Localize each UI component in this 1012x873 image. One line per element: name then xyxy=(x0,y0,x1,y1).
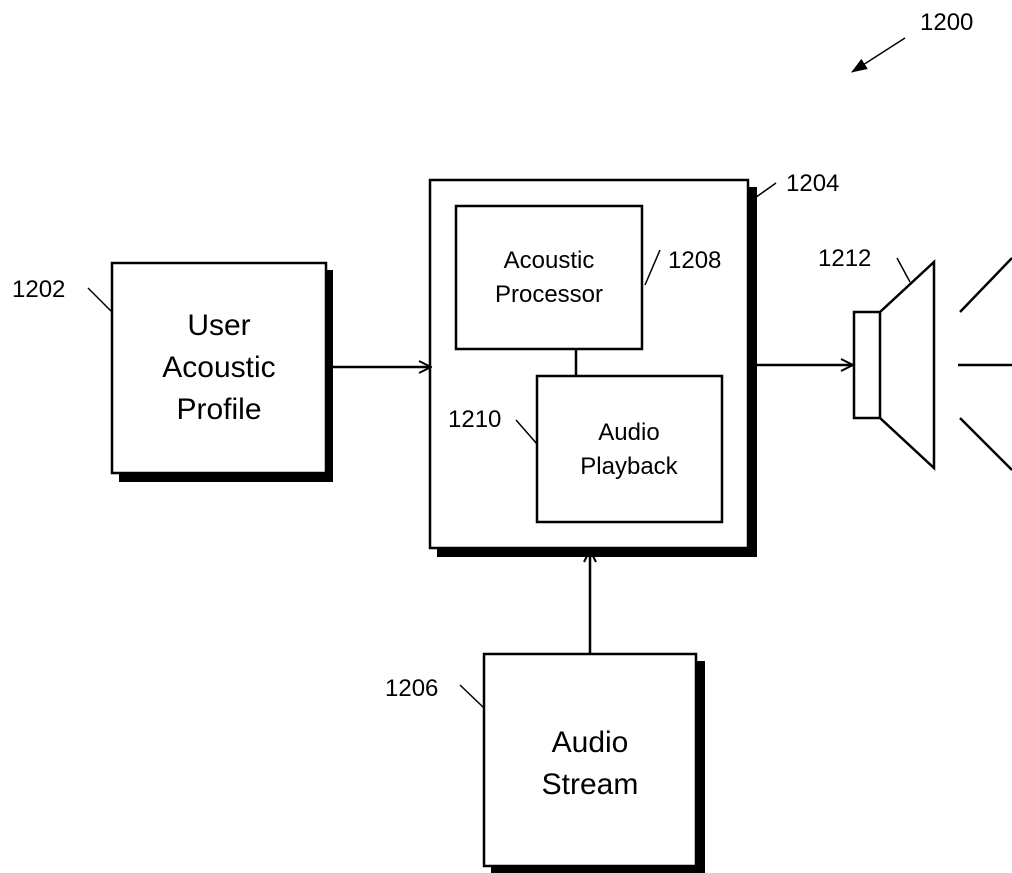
user-acoustic-profile-line-3: Profile xyxy=(176,393,261,426)
user-acoustic-profile-line-2: Acoustic xyxy=(162,351,275,384)
acoustic-processor-line-2: Processor xyxy=(495,281,603,308)
audio-stream-line-2: Stream xyxy=(542,768,639,801)
speaker-icon: 1212 xyxy=(818,245,936,471)
acoustic-processor-block: Acoustic Processor 1208 xyxy=(454,204,721,351)
figure-ref-label: 1200 xyxy=(920,9,973,36)
speaker-leader xyxy=(896,257,911,283)
audio-stream-line-1: Audio xyxy=(552,726,629,759)
audio-playback-ref: 1210 xyxy=(448,406,501,433)
device-leader xyxy=(751,182,777,201)
acoustic-processor-line-1: Acoustic xyxy=(504,247,595,274)
user-acoustic-profile-leader xyxy=(87,287,113,313)
acoustic-processor-ref: 1208 xyxy=(668,247,721,274)
audio-stream-leader xyxy=(459,684,485,709)
figure-reference: 1200 xyxy=(851,9,973,73)
sound-waves xyxy=(958,257,1012,471)
speaker-ref: 1212 xyxy=(818,245,871,272)
acoustic-processor-leader xyxy=(644,249,661,286)
audio-playback-leader xyxy=(515,419,538,445)
user-acoustic-profile-line-1: User xyxy=(187,309,250,342)
device-ref: 1204 xyxy=(786,170,839,197)
figure-pointer-arrow xyxy=(851,37,906,73)
user-acoustic-profile-ref: 1202 xyxy=(12,276,65,303)
audio-playback-line-2: Playback xyxy=(580,453,678,480)
user-acoustic-profile-block: User Acoustic Profile 1202 xyxy=(12,261,333,482)
audio-stream-ref: 1206 xyxy=(385,675,438,702)
audio-playback-line-1: Audio xyxy=(598,419,659,446)
audio-stream-block: Audio Stream 1206 xyxy=(385,652,705,873)
audio-playback-block: Audio Playback 1210 xyxy=(448,374,724,524)
